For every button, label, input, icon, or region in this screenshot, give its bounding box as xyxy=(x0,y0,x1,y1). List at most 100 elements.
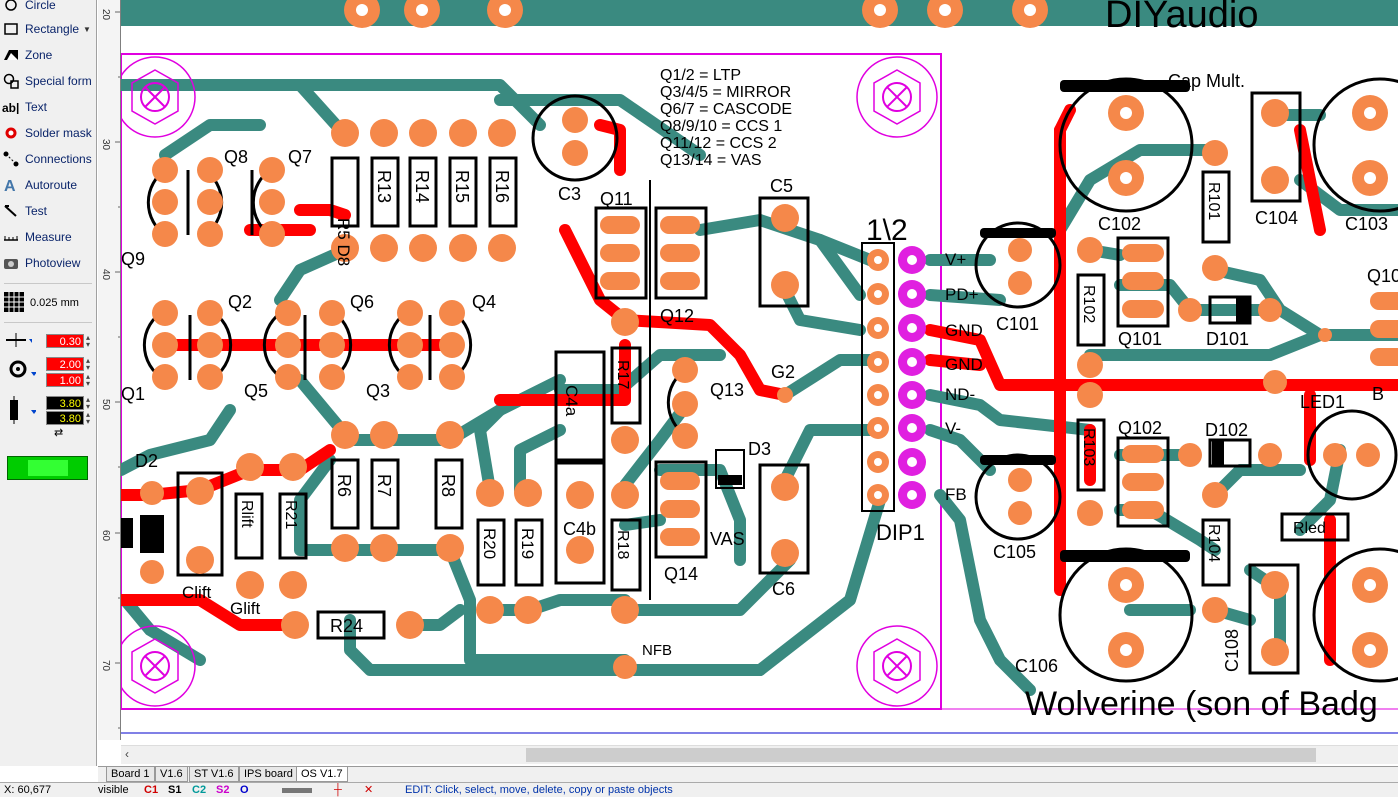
divider xyxy=(4,322,92,323)
layer-c2[interactable]: C2 xyxy=(192,784,207,796)
ruler-label: 40 xyxy=(100,269,111,281)
cap-mult-label: Cap Mult. xyxy=(1168,71,1245,91)
pad-icon xyxy=(6,358,37,391)
tool-photoview[interactable]: Photoview xyxy=(2,251,94,275)
track-width-row: 0.30 ▴▾ xyxy=(4,332,96,368)
pin-label: GND xyxy=(945,321,983,340)
tool-label: Photoview xyxy=(25,256,81,270)
visible-label: visible xyxy=(98,784,129,796)
smd-height-field[interactable]: 3.80 xyxy=(46,411,84,425)
tool-label: Circle xyxy=(25,0,56,12)
tool-connections[interactable]: Connections xyxy=(2,147,94,171)
note-line: Q1/2 = LTP xyxy=(660,67,741,84)
layer-o[interactable]: O xyxy=(240,784,249,796)
tool-rectangle[interactable]: Rectangle ▼ xyxy=(2,17,94,41)
smd-icon xyxy=(6,396,37,435)
tool-autoroute[interactable]: A Autoroute xyxy=(2,173,94,197)
ref-label: Q11 xyxy=(600,189,633,209)
tab-v1-6[interactable]: V1.6 xyxy=(155,767,188,782)
ref-label: Q5 xyxy=(244,381,268,401)
ref-label: R8 xyxy=(438,474,458,497)
tool-circle[interactable]: Circle xyxy=(2,0,94,17)
ref-label: R103 xyxy=(1080,428,1097,466)
header-title: DIYaudio xyxy=(1105,0,1259,36)
ref-label: C4a xyxy=(562,385,581,417)
measure-icon xyxy=(2,228,20,246)
photoview-icon xyxy=(2,254,20,272)
ref-label: D102 xyxy=(1205,420,1248,440)
ref-label: D2 xyxy=(135,451,158,471)
pad-holes xyxy=(356,4,1376,656)
svg-text:A: A xyxy=(4,178,16,193)
horizontal-scrollbar[interactable]: ‹ xyxy=(121,745,1398,764)
swap-icon[interactable]: ⇄ xyxy=(54,427,64,439)
status-icon: ✕ xyxy=(364,784,374,796)
ref-label: C3 xyxy=(558,184,581,204)
pad-size-row: 2.00 ▴▾ 1.00 ▴▾ xyxy=(4,356,96,392)
tool-measure[interactable]: Measure xyxy=(2,225,94,249)
ref-label: R19 xyxy=(518,528,537,559)
divider xyxy=(4,283,92,284)
ruler-label: 20 xyxy=(100,9,111,21)
text-icon: ab| xyxy=(2,98,20,116)
tool-special-form[interactable]: Special form xyxy=(2,69,94,93)
note-line: Q6/7 = CASCODE xyxy=(660,101,792,118)
spinner-icon[interactable]: ▴▾ xyxy=(86,333,91,349)
status-icon: ┼ xyxy=(334,784,342,796)
ref-label: R13 xyxy=(374,170,394,203)
special-form-icon xyxy=(2,72,20,90)
tool-label: Connections xyxy=(25,152,92,166)
status-bar: X: 60,677 visible C1 S1 C2 S2 O ┼ ✕ EDIT… xyxy=(0,782,1398,797)
layer-s2[interactable]: S2 xyxy=(216,784,230,796)
layer-color-button[interactable] xyxy=(7,456,88,480)
spinner-icon[interactable]: ▴▾ xyxy=(86,356,91,372)
ref-label: Q13 xyxy=(710,380,744,400)
track-width-field[interactable]: 0.30 xyxy=(46,334,84,348)
tool-solder-mask[interactable]: Solder mask xyxy=(2,121,94,145)
pin-label: ND- xyxy=(945,385,975,404)
ref-label: Q10 xyxy=(1367,266,1398,286)
tool-zone[interactable]: Zone xyxy=(2,43,94,67)
spinner-icon[interactable]: ▴▾ xyxy=(86,372,91,388)
grid-value: 0.025 mm xyxy=(30,297,79,309)
pin-label: PD+ xyxy=(945,285,979,304)
layer-c1[interactable]: C1 xyxy=(144,784,159,796)
pad-inner-field[interactable]: 1.00 xyxy=(46,373,84,387)
ruler-label: 50 xyxy=(100,399,111,411)
ref-label: Q7 xyxy=(288,147,312,167)
ref-label: R5 D8 xyxy=(334,218,353,266)
ref-label: D101 xyxy=(1206,329,1249,349)
ref-label: C106 xyxy=(1015,656,1058,676)
tool-label: Special form xyxy=(25,74,92,88)
connections-icon xyxy=(2,150,20,168)
pad-outer-field[interactable]: 2.00 xyxy=(46,357,84,371)
spinner-icon[interactable]: ▴▾ xyxy=(86,410,91,426)
note-line: Q13/14 = VAS xyxy=(660,152,762,169)
tab-ips-board[interactable]: IPS board xyxy=(239,767,298,782)
pcb-canvas[interactable]: DIYaudio Wolverine (son of Badg Cap Mult… xyxy=(121,0,1398,745)
ref-label: R20 xyxy=(480,528,499,559)
ref-label: R101 xyxy=(1205,182,1222,220)
tab-board-1[interactable]: Board 1 xyxy=(106,767,155,782)
pin-labels: V+ PD+ GND GND ND- V- FB xyxy=(945,250,983,504)
tab-os-v1-7[interactable]: OS V1.7 xyxy=(296,767,348,782)
ref-label: Glift xyxy=(230,599,261,618)
zone-icon xyxy=(2,46,20,64)
tab-st-v1-6[interactable]: ST V1.6 xyxy=(189,767,239,782)
tool-label: Test xyxy=(25,204,48,218)
ref-label: R7 xyxy=(374,474,394,497)
grid-selector[interactable]: 0.025 mm xyxy=(4,290,94,316)
tool-text[interactable]: ab| Text xyxy=(2,95,94,119)
spinner-icon[interactable]: ▴▾ xyxy=(86,395,91,411)
pads xyxy=(140,0,1388,679)
chevron-down-icon[interactable]: ▼ xyxy=(83,24,91,34)
tool-test[interactable]: Test xyxy=(2,199,94,223)
layer-s1[interactable]: S1 xyxy=(168,784,182,796)
ref-label: Q3 xyxy=(366,381,390,401)
smd-width-field[interactable]: 3.80 xyxy=(46,396,84,410)
ref-label: R15 xyxy=(452,170,472,203)
circle-icon xyxy=(2,0,20,14)
status-message: EDIT: Click, select, move, delete, copy … xyxy=(405,784,673,796)
scrollbar-thumb[interactable] xyxy=(526,748,1316,762)
scroll-left-icon[interactable]: ‹ xyxy=(125,747,129,761)
